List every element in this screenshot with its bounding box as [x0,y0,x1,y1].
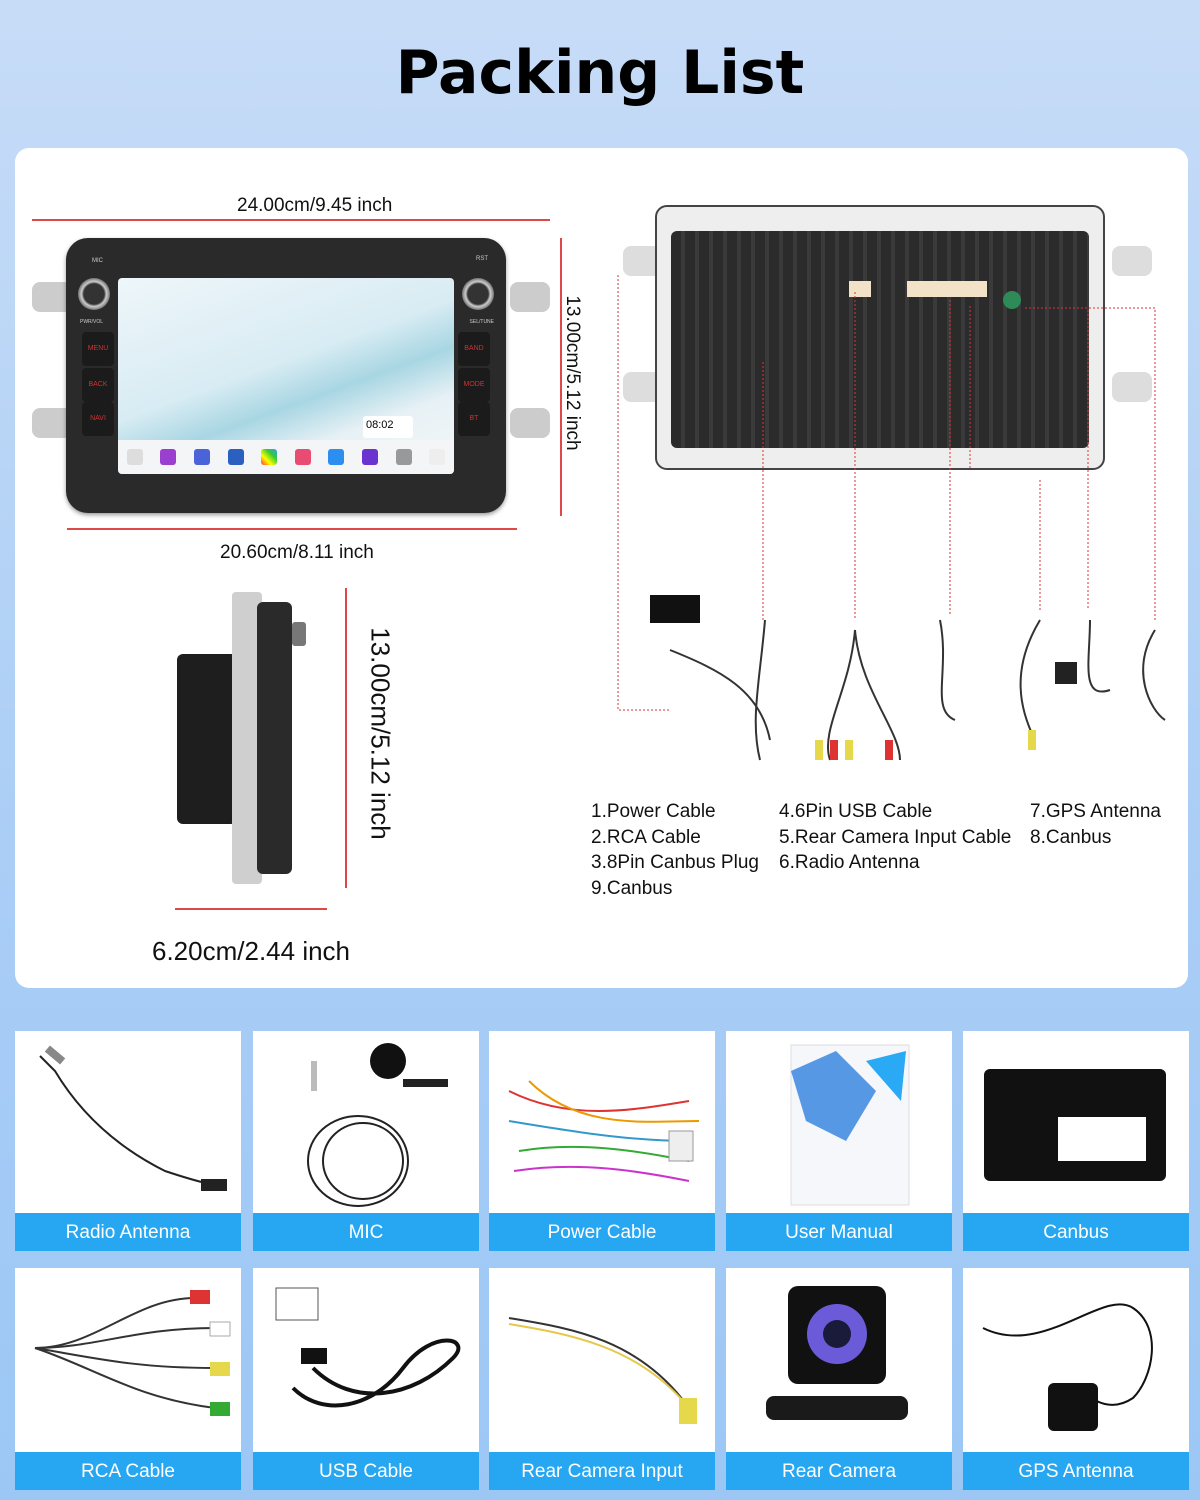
legend-item: 3.8Pin Canbus Plug [591,852,759,873]
item-label: USB Cable [253,1452,479,1490]
app-dock [118,440,454,474]
legend-column-3: 7.GPS Antenna 8.Canbus [1030,799,1161,850]
legend-item: 1.Power Cable [591,801,716,822]
item-card-gps-antenna: GPS Antenna [963,1268,1189,1490]
item-label: GPS Antenna [963,1452,1189,1490]
sel-label: SEL/TUNE [469,319,494,325]
connection-lines [617,275,1156,711]
item-card-canbus: Canbus [963,1031,1189,1251]
item-card-user-manual: User Manual [726,1031,952,1251]
rca-cable-icon [34,1290,231,1416]
side-height-label: 13.00cm/5.12 inch [365,627,396,840]
item-card-rear-camera: Rear Camera [726,1268,952,1490]
legend-item: 2.RCA Cable [591,826,701,848]
item-card-radio-antenna: Radio Antenna [15,1031,241,1251]
page-title: Packing List [395,38,805,108]
item-label: Rear Camera Input [489,1452,715,1490]
legend-item: 6.Radio Antenna [779,852,920,873]
back-button: BACK [82,368,114,402]
rear-camera-input-icon [508,1317,697,1424]
front-width-label: 24.00cm/9.45 inch [237,195,393,216]
menu-button: MENU [82,332,114,366]
navi-button: NAVI [82,402,114,436]
item-label: Power Cable [489,1213,715,1251]
band-button: BAND [458,332,490,366]
width-dimension-line [32,219,550,221]
item-label: User Manual [726,1213,952,1251]
touch-screen: 08:02 [118,278,454,474]
mic-label: MIC [92,258,103,264]
rst-label: RST [476,256,488,262]
item-card-rear-camera-input: Rear Camera Input [489,1268,715,1490]
item-label: RCA Cable [15,1452,241,1490]
legend-item: 4.6Pin USB Cable [779,801,933,822]
cables-illustration [650,595,1166,761]
usb-cable-icon [275,1287,461,1408]
legend-item: 5.Rear Camera Input Cable [779,826,1012,848]
head-unit-back-view [655,205,1105,470]
head-unit-side-view [177,592,306,884]
item-label: MIC [253,1213,479,1251]
item-card-usb-cable: USB Cable [253,1268,479,1490]
item-label: Rear Camera [726,1452,952,1490]
legend-column-1: 1.Power Cable 2.RCA Cable 3.8Pin Canbus … [591,799,759,901]
item-label: Radio Antenna [15,1213,241,1251]
head-unit-front: MIC RST PWR/VOL SEL/TUNE MENU BACK NAVI … [66,238,506,513]
user-manual-icon [790,1044,910,1206]
radio-antenna-icon [39,1045,227,1191]
legend-item: 8.Canbus [1030,826,1112,848]
tune-knob [462,278,494,310]
mode-button: MODE [458,368,490,402]
rear-camera-icon [766,1286,908,1420]
clock-widget: 08:02 [363,416,413,438]
height-dimension-line [560,238,562,516]
screen-width-label: 20.60cm/8.11 inch [220,542,374,563]
volume-knob [78,278,110,310]
screen-width-line [67,528,517,530]
canbus-icon [984,1069,1166,1181]
item-card-power-cable: Power Cable [489,1031,715,1251]
mic-icon [307,1043,448,1207]
item-card-rca-cable: RCA Cable [15,1268,241,1490]
side-depth-label: 6.20cm/2.44 inch [152,936,351,966]
bt-button: BT [458,402,490,436]
pwr-label: PWR/VOL [80,319,104,325]
legend-item: 9.Canbus [591,877,673,899]
item-label: Canbus [963,1213,1189,1251]
gps-antenna-icon [982,1303,1153,1431]
legend-column-2: 4.6Pin USB Cable 5.Rear Camera Input Cab… [779,799,1011,876]
power-cable-icon [508,1080,700,1182]
front-height-label: 13.00cm/5.12 inch [562,295,583,451]
legend-item: 7.GPS Antenna [1030,801,1161,822]
item-card-mic: MIC [253,1031,479,1251]
